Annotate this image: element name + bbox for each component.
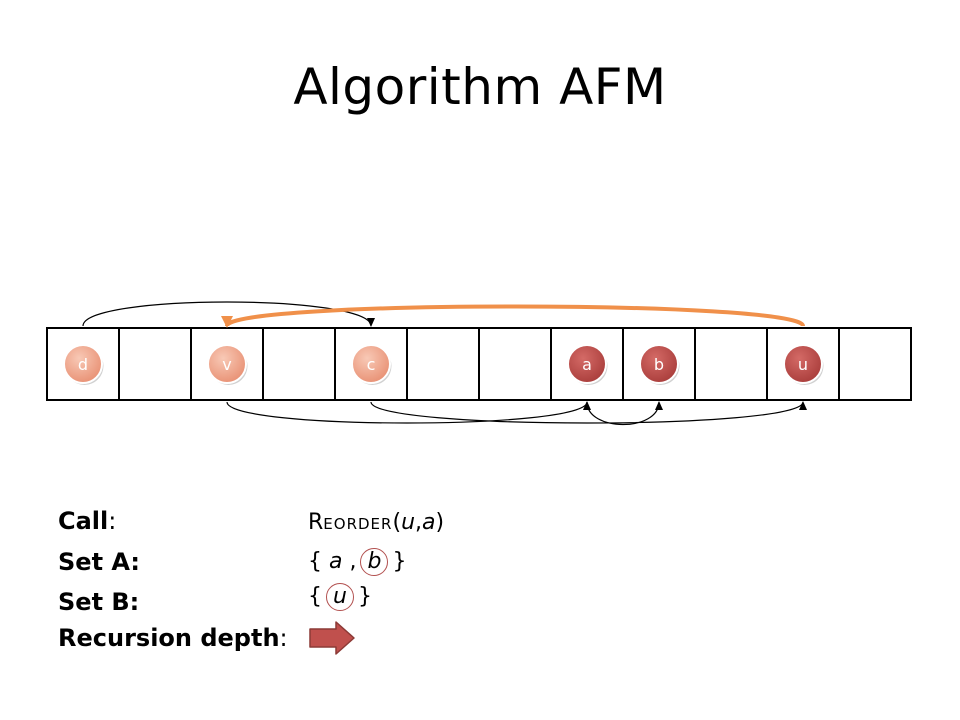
node-d: d xyxy=(63,344,104,385)
set-b-value: { u } xyxy=(308,583,372,611)
set-a-item-a: a xyxy=(329,549,343,574)
node-label: c xyxy=(367,355,376,374)
node-b: b xyxy=(639,344,680,385)
node-label: a xyxy=(582,355,592,374)
set-b-item-u-circled: u xyxy=(326,583,354,611)
node-label: b xyxy=(654,355,664,374)
edge-d-to-c xyxy=(82,301,375,327)
edge-c-to-u xyxy=(370,401,807,424)
edge-u-to-v xyxy=(221,304,805,328)
node-label: d xyxy=(78,355,88,374)
node-label: u xyxy=(798,355,808,374)
node-label: v xyxy=(222,355,231,374)
call-label: Call xyxy=(58,507,109,535)
node-a: a xyxy=(567,344,608,385)
node-u: u xyxy=(783,344,824,385)
set-a-item-b-circled: b xyxy=(360,548,389,576)
set-a-value: { a , b } xyxy=(308,548,407,576)
edge-v-to-a xyxy=(226,401,591,424)
edges xyxy=(82,301,807,426)
array-cell xyxy=(262,327,336,401)
array-cell xyxy=(406,327,480,401)
call-colon: : xyxy=(108,507,117,535)
array-cell xyxy=(838,327,912,401)
set-a-label: Set A: xyxy=(58,548,141,576)
call-value: REORDER(u,a) xyxy=(308,510,445,535)
node-c: c xyxy=(351,344,392,385)
set-b-label: Set B: xyxy=(58,588,140,616)
depth-row-label: Recursion depth: xyxy=(58,624,288,652)
edge-a-to-b xyxy=(586,401,663,426)
depth-colon: : xyxy=(279,624,288,652)
array-cell xyxy=(118,327,192,401)
array-cells xyxy=(46,327,912,401)
array-cell xyxy=(694,327,768,401)
call-row-label: Call: xyxy=(58,507,116,535)
array-cell xyxy=(478,327,552,401)
slide-title: Algorithm AFM xyxy=(293,58,667,116)
depth-label: Recursion depth xyxy=(58,624,280,652)
node-v: v xyxy=(207,344,248,385)
recursion-depth-arrow-icon xyxy=(309,621,355,655)
